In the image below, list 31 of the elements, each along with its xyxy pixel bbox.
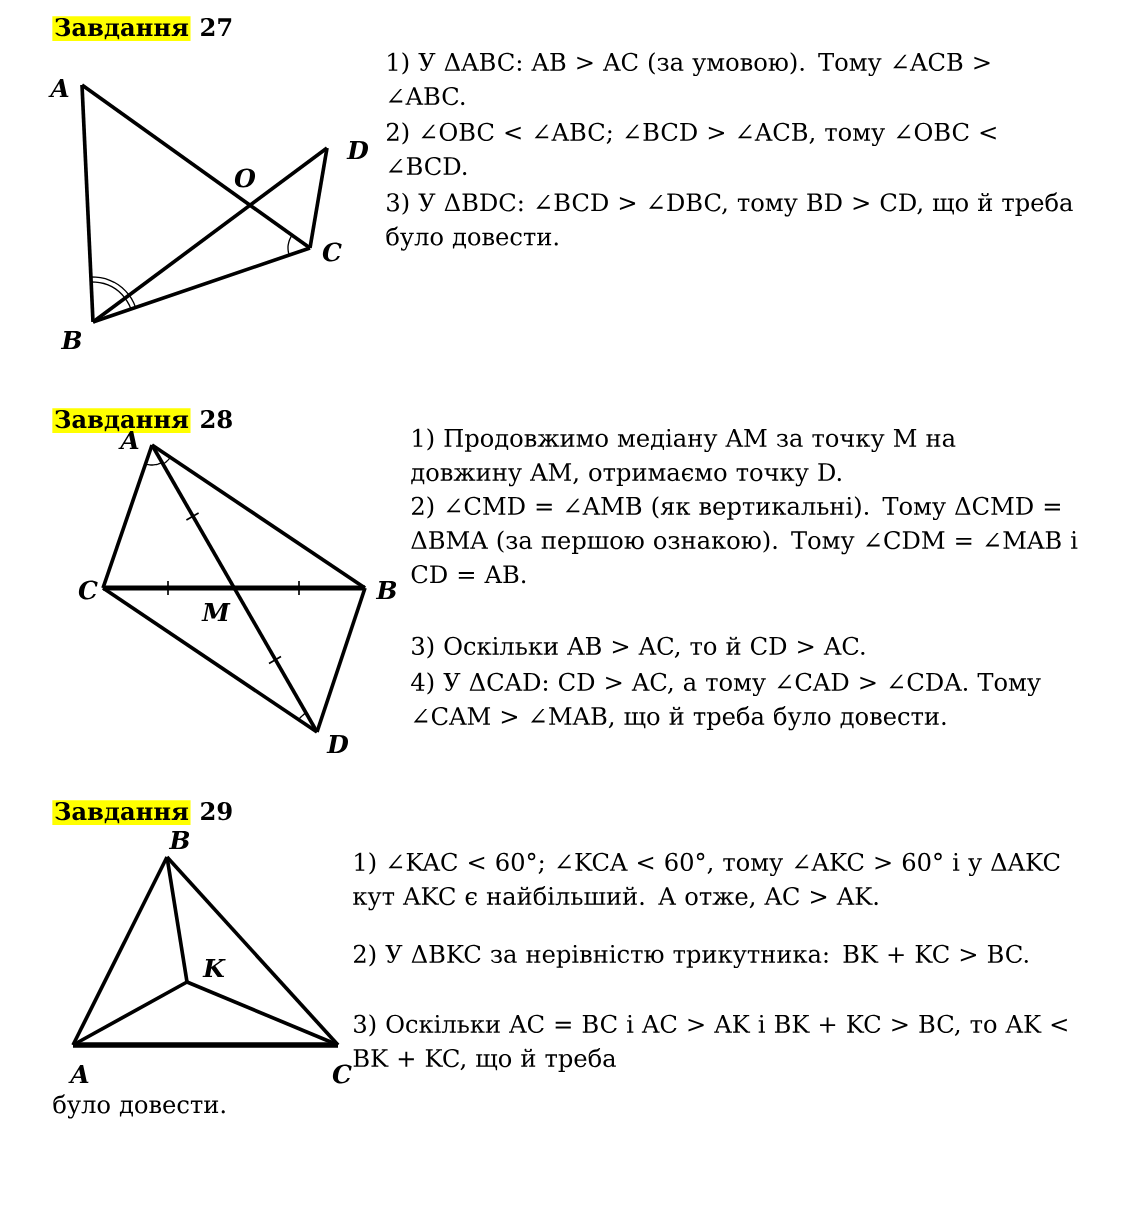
point-label: B [375, 580, 397, 600]
solution-text: 3) Оскільки AB > AC, то й CD > AC. [412, 636, 865, 659]
task-number: 29 [201, 802, 232, 821]
solution-text: 2) У ΔBKC за нерівністю трикутника: BK + KC > BC. [354, 944, 1028, 969]
solution-text: 4) У ΔCAD: CD > AC, а тому ∠CAD > ∠CDA. Тому ∠CAM > ∠MAB, що й треба було довести. [411, 672, 1041, 731]
solution-text: 3) Оскільки AC = BC і AC > AK і BK + KC > BC, то AK < BK + KC, що й треба [353, 1014, 1067, 1072]
solution-text: 3) У ΔBDC: ∠BCD > ∠DBC, тому BD > CD, що й треба було довести. [386, 192, 1073, 251]
point-label: O [234, 168, 256, 188]
task-number: 28 [201, 410, 232, 429]
solution-text: 1) Продовжимо медіану AM за точку M на довжину AM, отримаємо точку D. [411, 428, 956, 487]
solution-text: 1) ∠KAC < 60°; ∠KCA < 60°, тому ∠AKC > 60° і у ΔAKC кут AKC є найбільший. А отже, AC > AK. [353, 852, 1060, 911]
solution-text: 2) ∠CMD = ∠AMB (як вертикальні). Тому ΔCMD = ΔBMA (за першою ознакою). Тому ∠CDM = ∠MAB і CD = AB. [411, 496, 1078, 584]
highlighted-heading: Завдання [52, 800, 191, 825]
task-number: 27 [201, 18, 232, 36]
solution-text: 2) ∠OBC < ∠ABC; ∠BCD > ∠ACB, тому ∠OBC < ∠BCD. [387, 122, 996, 176]
point-label: K [202, 958, 226, 978]
point-label: M [201, 602, 231, 622]
point-label: C [322, 242, 342, 262]
point-label: B [60, 330, 82, 350]
point-label: A [68, 1064, 89, 1084]
point-label: D [326, 734, 349, 754]
point-label: C [78, 580, 98, 600]
point-label: A [48, 78, 69, 98]
point-label: C [332, 1064, 352, 1084]
highlighted-heading: Завдання [52, 16, 191, 41]
solution-text: 1) У ΔABC: AB > AC (за умовою). Тому ∠ACB > ∠ABC. [388, 52, 990, 106]
solution-text: було довести. [53, 1094, 225, 1119]
point-label: B [168, 830, 190, 850]
point-label: A [118, 430, 139, 450]
point-label: D [346, 140, 369, 160]
highlighted-heading: Завдання [52, 408, 191, 433]
